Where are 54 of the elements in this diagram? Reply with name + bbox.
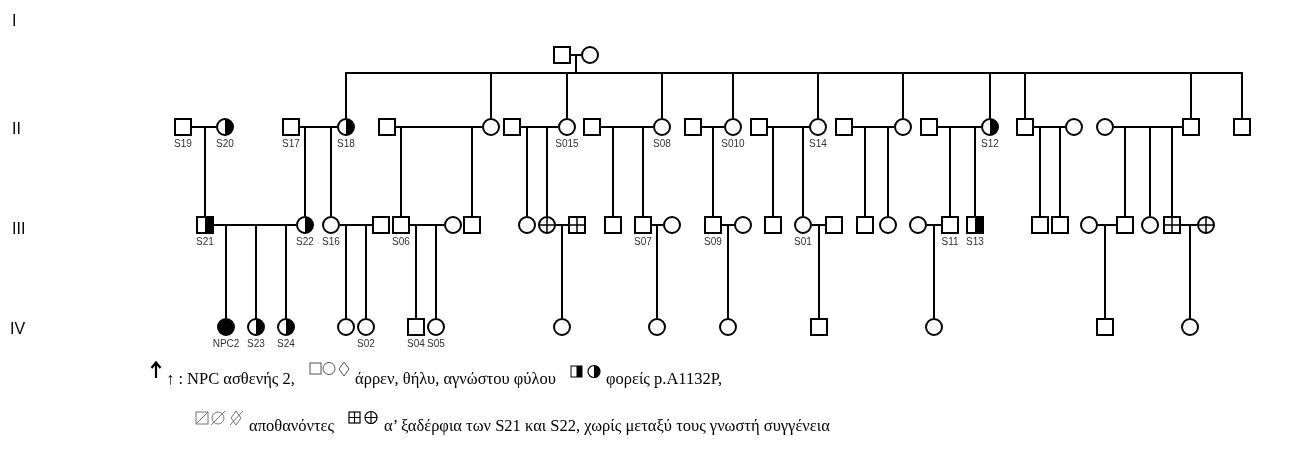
subject-id: S07 <box>634 236 652 247</box>
pedigree-line <box>285 224 297 319</box>
subject-id: S015 <box>555 138 579 149</box>
pedigree-line <box>933 224 942 319</box>
subject-id: S24 <box>277 338 295 349</box>
subject-id: S09 <box>704 236 722 247</box>
subject-id: S19 <box>174 138 192 149</box>
pedigree-line <box>656 224 664 319</box>
pedigree-line <box>1189 224 1198 319</box>
generation-label: III <box>12 220 26 238</box>
pedigree-line <box>471 126 483 217</box>
subject-id: NPC2 <box>212 338 240 349</box>
generation-label: II <box>12 120 21 138</box>
legend-text: αποθανόντες <box>249 416 335 435</box>
pedigree-line <box>561 224 569 319</box>
subject-id: S05 <box>427 338 445 349</box>
pedigree-line <box>818 224 826 319</box>
subject-id: S17 <box>282 138 300 149</box>
pedigree-line <box>974 126 982 217</box>
pedigree-line <box>330 126 338 217</box>
pedigree-line <box>642 126 654 217</box>
legend-text: α’ ξαδέρφια των S21 και S22, χωρίς μεταξύ τους γνωστή συγγένεια <box>384 416 830 435</box>
subject-id: S04 <box>407 338 425 349</box>
pedigree-line <box>1059 126 1066 217</box>
subject-id: S21 <box>196 236 214 247</box>
subject-id: S06 <box>392 236 410 247</box>
pedigree-line <box>802 126 810 217</box>
legend-text: φορείς p.A1132P, <box>606 369 723 388</box>
subject-id: S20 <box>216 138 234 149</box>
subject-id: S22 <box>296 236 314 247</box>
subject-id: S01 <box>794 236 812 247</box>
pedigree-line <box>204 126 217 217</box>
legend-text: άρρεν, θήλυ, αγνώστου φύλου <box>355 369 556 388</box>
pedigree-line <box>435 224 445 319</box>
pedigree-line <box>1104 224 1117 319</box>
pedigree-line <box>887 126 895 217</box>
subject-id: S08 <box>653 138 671 149</box>
subject-id: S02 <box>357 338 375 349</box>
subject-id: S010 <box>721 138 745 149</box>
legend-text: ↑ : NPC ασθενής 2, <box>166 369 295 388</box>
pedigree-line <box>546 126 559 217</box>
pedigree-line <box>365 224 373 319</box>
subject-id: S13 <box>966 236 984 247</box>
generation-label: IV <box>10 320 26 338</box>
pedigree-line <box>1171 126 1183 217</box>
subject-id: S14 <box>809 138 827 149</box>
subject-id: S16 <box>322 236 340 247</box>
generation-label: I <box>12 12 17 30</box>
subject-id: S18 <box>337 138 355 149</box>
subject-id: S12 <box>981 138 999 149</box>
pedigree-line <box>727 224 735 319</box>
pedigree-line <box>712 126 725 217</box>
subject-id: S11 <box>941 236 959 247</box>
subject-id: S23 <box>247 338 265 349</box>
